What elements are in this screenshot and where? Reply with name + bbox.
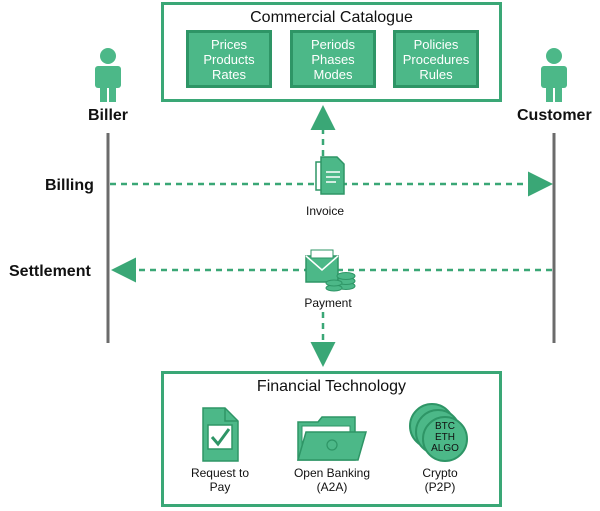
financial-technology-title: Financial Technology xyxy=(256,378,407,395)
customer-person-icon xyxy=(541,48,567,102)
biller-person-icon xyxy=(95,48,121,102)
tile-periods: Periods Phases Modes xyxy=(290,30,376,88)
tile-line: Phases xyxy=(311,51,355,67)
coin-algo: ALGO xyxy=(431,443,459,454)
crypto-line-2: (P2P) xyxy=(424,480,456,494)
open-banking-line-1: Open Banking xyxy=(293,466,371,480)
commercial-catalogue-title: Commercial Catalogue xyxy=(250,9,413,26)
tile-line: Policies xyxy=(413,36,459,52)
request-to-pay-label: Request to Pay xyxy=(180,466,260,494)
open-banking-folder-icon xyxy=(297,416,367,461)
billing-label: Billing xyxy=(45,177,94,194)
request-to-pay-line-2: Pay xyxy=(209,480,231,494)
tile-line: Prices xyxy=(210,36,248,52)
payment-label: Payment xyxy=(304,296,352,310)
crypto-label: Crypto (P2P) xyxy=(405,466,475,494)
crypto-line-1: Crypto xyxy=(422,466,458,480)
coin-eth: ETH xyxy=(435,432,455,443)
tile-line: Modes xyxy=(313,66,353,82)
request-to-pay-line-1: Request to xyxy=(190,466,250,480)
coin-labels: BTC ETH ALGO xyxy=(427,421,463,454)
biller-label: Biller xyxy=(88,107,129,124)
tile-line: Periods xyxy=(310,36,356,52)
crypto-coins-icon xyxy=(409,403,468,462)
tile-line: Procedures xyxy=(402,51,470,67)
tile-line: Rates xyxy=(212,66,246,82)
open-banking-label: Open Banking (A2A) xyxy=(284,466,380,494)
tile-line: Products xyxy=(203,51,255,67)
request-to-pay-icon xyxy=(202,407,239,462)
tile-line: Rules xyxy=(419,66,453,82)
customer-label: Customer xyxy=(517,107,592,124)
open-banking-line-2: (A2A) xyxy=(316,480,348,494)
settlement-label: Settlement xyxy=(9,263,91,280)
coin-btc: BTC xyxy=(435,421,455,432)
tile-prices: Prices Products Rates xyxy=(186,30,272,88)
invoice-label: Invoice xyxy=(305,204,345,218)
tile-policies: Policies Procedures Rules xyxy=(393,30,479,88)
